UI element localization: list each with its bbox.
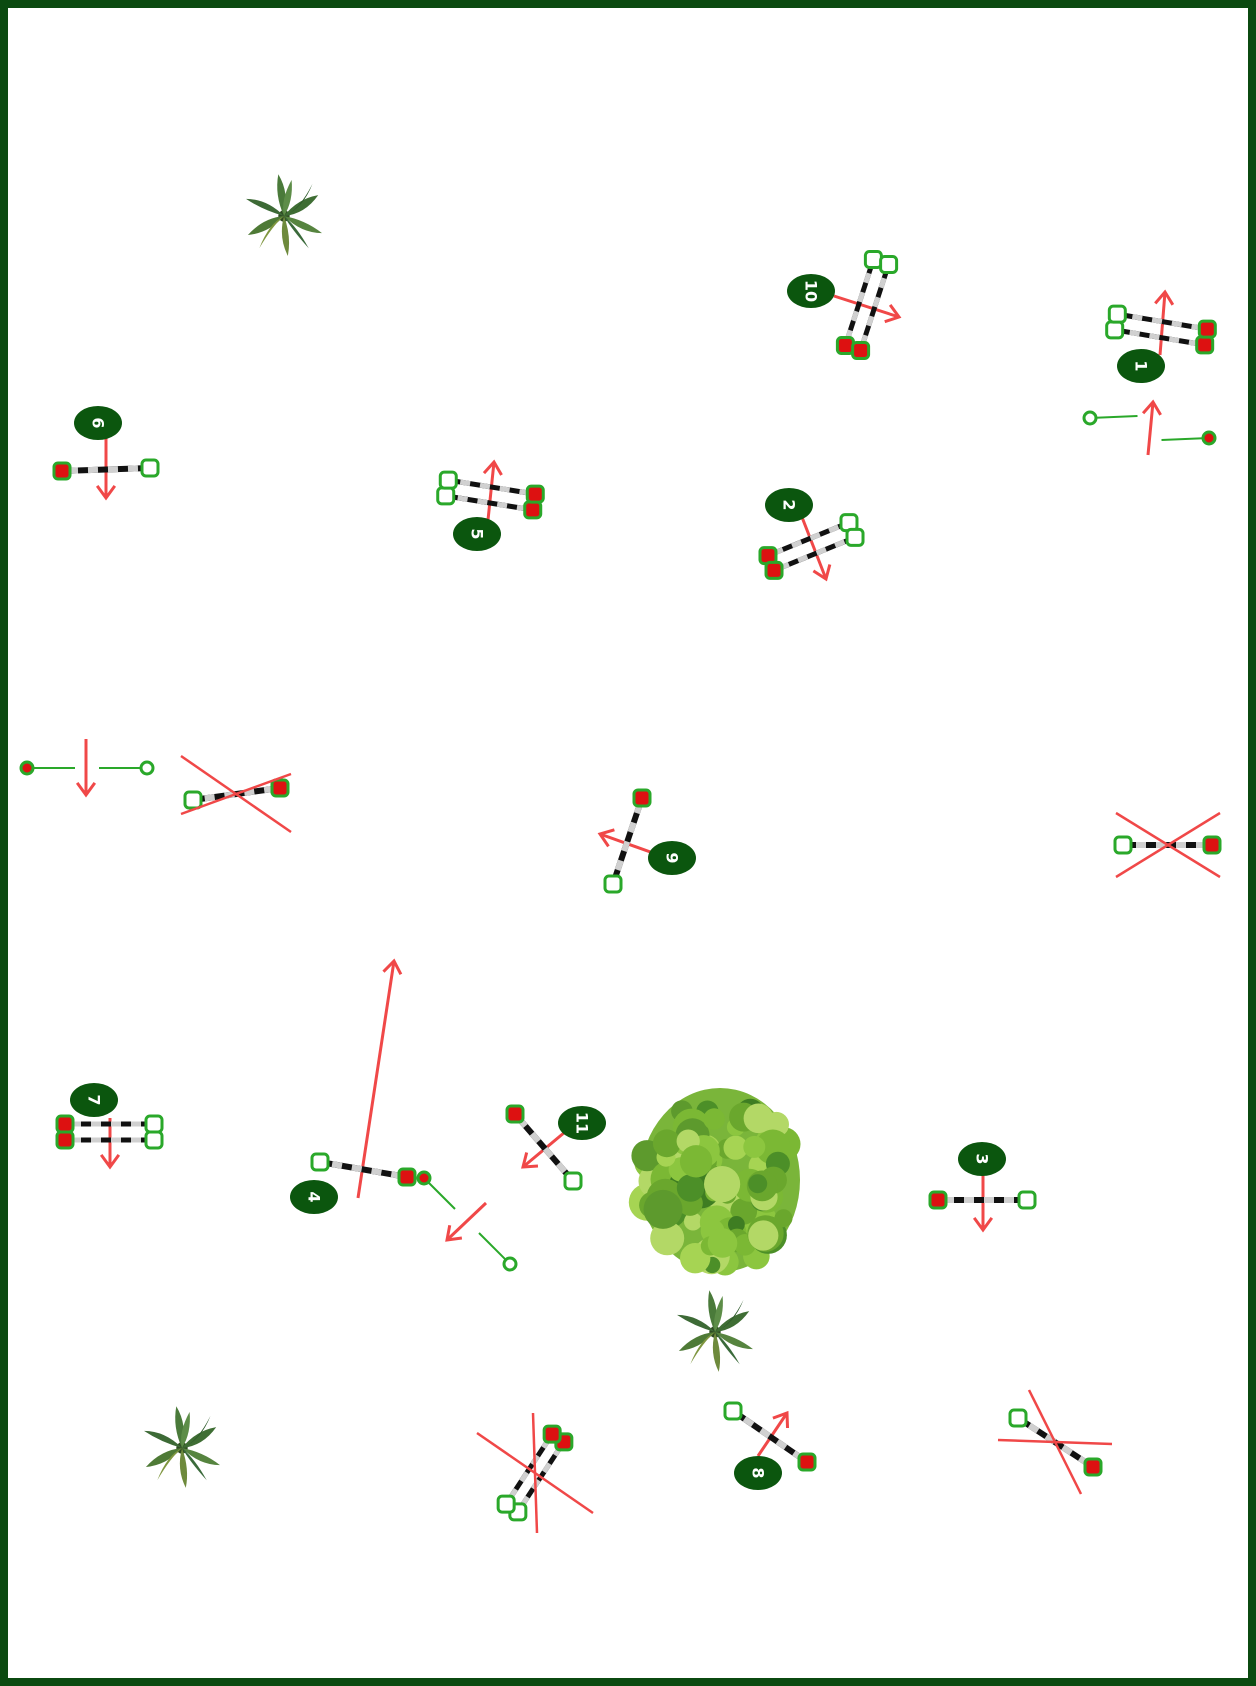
standard-block[interactable] <box>1199 321 1215 337</box>
flag-red[interactable] <box>1203 432 1215 444</box>
standard-block[interactable] <box>440 472 456 488</box>
standard-block[interactable] <box>565 1173 581 1189</box>
standard-block[interactable] <box>399 1169 415 1185</box>
standard-block[interactable] <box>1107 322 1123 338</box>
flag-white[interactable] <box>1084 412 1096 424</box>
number-badge-text: 1 <box>1132 360 1151 371</box>
standard-block[interactable] <box>272 780 288 796</box>
standard-block[interactable] <box>1010 1410 1026 1426</box>
standard-block[interactable] <box>57 1132 73 1148</box>
obstacle-number-badge-8[interactable]: 8 <box>734 1456 782 1490</box>
bush-leaf <box>680 1145 712 1177</box>
number-badge-text: 10 <box>802 280 821 302</box>
obstacle-number-badge-9[interactable]: 9 <box>648 841 696 875</box>
bush-leaf <box>644 1190 683 1229</box>
standard-block[interactable] <box>525 502 541 518</box>
standard-block[interactable] <box>1085 1459 1101 1475</box>
obstacle-number-badge-5[interactable]: 5 <box>453 517 501 551</box>
standard-block[interactable] <box>498 1496 514 1512</box>
obstacle-number-badge-2[interactable]: 2 <box>765 488 813 522</box>
standard-block[interactable] <box>57 1116 73 1132</box>
obstacle-number-badge-1[interactable]: 1 <box>1117 349 1165 383</box>
number-badge-text: 6 <box>89 417 108 428</box>
flag-red[interactable] <box>21 762 33 774</box>
standard-block[interactable] <box>837 338 853 354</box>
standard-block[interactable] <box>185 792 201 808</box>
standard-block[interactable] <box>930 1192 946 1208</box>
standard-block[interactable] <box>605 876 621 892</box>
obstacle-number-badge-10[interactable]: 10 <box>787 274 835 308</box>
bush-leaf <box>653 1129 681 1157</box>
standard-block[interactable] <box>1019 1192 1035 1208</box>
flag-red[interactable] <box>418 1172 430 1184</box>
number-badge-text: 4 <box>305 1191 324 1202</box>
flag-white[interactable] <box>141 762 153 774</box>
standard-block[interactable] <box>766 562 782 578</box>
bush-leaf <box>744 1104 774 1134</box>
standard-block[interactable] <box>1197 337 1213 353</box>
bush-leaf <box>704 1166 740 1202</box>
standard-block[interactable] <box>544 1426 560 1442</box>
standard-block[interactable] <box>312 1154 328 1170</box>
standard-block[interactable] <box>527 486 543 502</box>
standard-block[interactable] <box>1115 837 1131 853</box>
bush-leaf <box>708 1228 738 1258</box>
number-badge-text: 2 <box>780 499 799 510</box>
bush-leaf <box>677 1174 705 1202</box>
number-badge-text: 5 <box>468 528 487 539</box>
bush-leaf <box>748 1174 767 1193</box>
standard-block[interactable] <box>146 1132 162 1148</box>
bush-leaf <box>743 1136 765 1158</box>
standard-block[interactable] <box>1204 837 1220 853</box>
standard-block[interactable] <box>1109 306 1125 322</box>
standard-block[interactable] <box>142 460 158 476</box>
standard-block[interactable] <box>881 256 897 272</box>
flag-white[interactable] <box>504 1258 516 1270</box>
bush-leaf <box>703 1108 725 1130</box>
standard-block[interactable] <box>507 1106 523 1122</box>
standard-block[interactable] <box>725 1403 741 1419</box>
standard-block[interactable] <box>799 1454 815 1470</box>
obstacle-number-badge-4[interactable]: 4 <box>290 1180 338 1214</box>
number-badge-text: 9 <box>663 852 682 863</box>
obstacle-number-badge-7[interactable]: 7 <box>70 1083 118 1117</box>
standard-block[interactable] <box>865 252 881 268</box>
standard-block[interactable] <box>146 1116 162 1132</box>
obstacle-number-badge-6[interactable]: 6 <box>74 406 122 440</box>
bush-leaf <box>748 1220 778 1250</box>
standard-block[interactable] <box>634 790 650 806</box>
number-badge-text: 8 <box>749 1467 768 1478</box>
standard-block[interactable] <box>438 488 454 504</box>
obstacle-number-badge-3[interactable]: 3 <box>958 1142 1006 1176</box>
number-badge-text: 3 <box>973 1153 992 1164</box>
standard-block[interactable] <box>54 463 70 479</box>
obstacle-number-badge-11[interactable]: 11 <box>558 1106 606 1140</box>
standard-block[interactable] <box>853 342 869 358</box>
standard-block[interactable] <box>847 529 863 545</box>
number-badge-text: 11 <box>573 1112 592 1134</box>
number-badge-text: 7 <box>85 1094 104 1105</box>
